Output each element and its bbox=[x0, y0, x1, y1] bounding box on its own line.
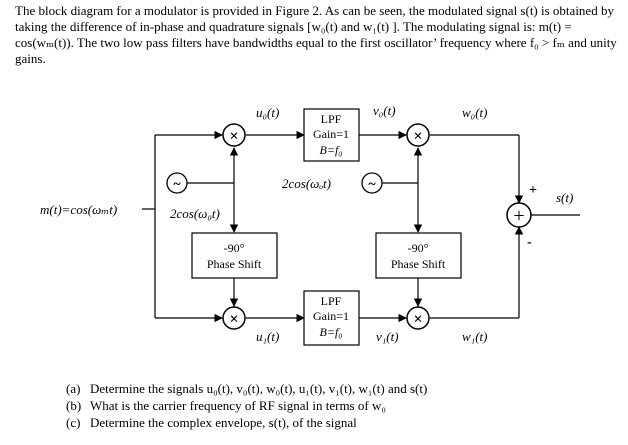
svg-text:-90°: -90° bbox=[408, 241, 429, 255]
summing-junction: + bbox=[506, 202, 532, 228]
mixer-top-right: × bbox=[406, 123, 430, 147]
svg-text:×: × bbox=[413, 311, 422, 328]
question-b-label: (b) bbox=[66, 398, 82, 413]
svg-text:B=f₀: B=f₀ bbox=[320, 143, 343, 157]
phase-shift-left: -90° Phase Shift bbox=[191, 232, 278, 279]
question-a: (a) Determine the signals u₀(t), v₀(t), w… bbox=[66, 380, 427, 397]
osc1-label: 2cos(ω₀t) bbox=[170, 206, 220, 221]
svg-text:LPF: LPF bbox=[321, 294, 342, 308]
sum-minus-sign: - bbox=[527, 235, 532, 250]
osc2-label: 2cos(ωₒt) bbox=[282, 176, 331, 191]
svg-text:Phase Shift: Phase Shift bbox=[391, 257, 446, 271]
question-a-text: Determine the signals u₀(t), v₀(t), w₀(t… bbox=[90, 381, 428, 396]
mixer-bottom-left: × bbox=[222, 306, 246, 330]
block-diagram: × × × × ~ ~ + + - LPF Gain=1 B=f₀ LPF Ga… bbox=[40, 103, 580, 346]
svg-text:Gain=1: Gain=1 bbox=[313, 127, 349, 141]
question-list: (a) Determine the signals u₀(t), v₀(t), w… bbox=[66, 380, 427, 431]
sum-plus-sign: + bbox=[529, 183, 537, 198]
signal-u0-label: u₀(t) bbox=[256, 105, 279, 120]
svg-text:Gain=1: Gain=1 bbox=[313, 309, 349, 323]
signal-u1-label: u₁(t) bbox=[256, 329, 279, 344]
signal-w1-label: w₁(t) bbox=[462, 329, 487, 344]
mixer-top-left: × bbox=[222, 123, 246, 147]
intro-paragraph: The block diagram for a modulator is pro… bbox=[15, 3, 617, 66]
svg-text:Phase Shift: Phase Shift bbox=[207, 257, 262, 271]
oscillator-2: ~ bbox=[361, 172, 383, 194]
svg-text:×: × bbox=[413, 128, 422, 145]
question-c-label: (c) bbox=[66, 415, 81, 430]
mixer-bottom-right: × bbox=[406, 306, 430, 330]
svg-text:+: + bbox=[513, 205, 524, 227]
question-c-text: Determine the complex envelope, s(t), of… bbox=[90, 415, 357, 430]
svg-text:×: × bbox=[229, 128, 238, 145]
question-a-label: (a) bbox=[66, 381, 81, 396]
question-c: (c) Determine the complex envelope, s(t),… bbox=[66, 414, 427, 431]
signal-v1-label: v₁(t) bbox=[376, 329, 399, 344]
phase-shift-right: -90° Phase Shift bbox=[375, 232, 462, 279]
svg-text:LPF: LPF bbox=[321, 112, 342, 126]
svg-text:-90°: -90° bbox=[224, 241, 245, 255]
signal-w0-label: w₀(t) bbox=[462, 105, 487, 120]
svg-text:~: ~ bbox=[173, 177, 181, 192]
lpf-top: LPF Gain=1 B=f₀ bbox=[303, 108, 360, 162]
input-label: m(t)=cos(ωₘt) bbox=[40, 202, 117, 217]
svg-text:×: × bbox=[229, 311, 238, 328]
svg-text:~: ~ bbox=[368, 177, 376, 192]
oscillator-1: ~ bbox=[166, 172, 188, 194]
signal-v0-label: v₀(t) bbox=[373, 103, 396, 118]
question-b-text: What is the carrier frequency of RF sign… bbox=[90, 398, 386, 413]
lpf-bottom: LPF Gain=1 B=f₀ bbox=[303, 290, 360, 346]
output-label: s(t) bbox=[556, 190, 573, 205]
svg-text:B=f₀: B=f₀ bbox=[320, 325, 343, 339]
question-b: (b) What is the carrier frequency of RF s… bbox=[66, 397, 427, 414]
